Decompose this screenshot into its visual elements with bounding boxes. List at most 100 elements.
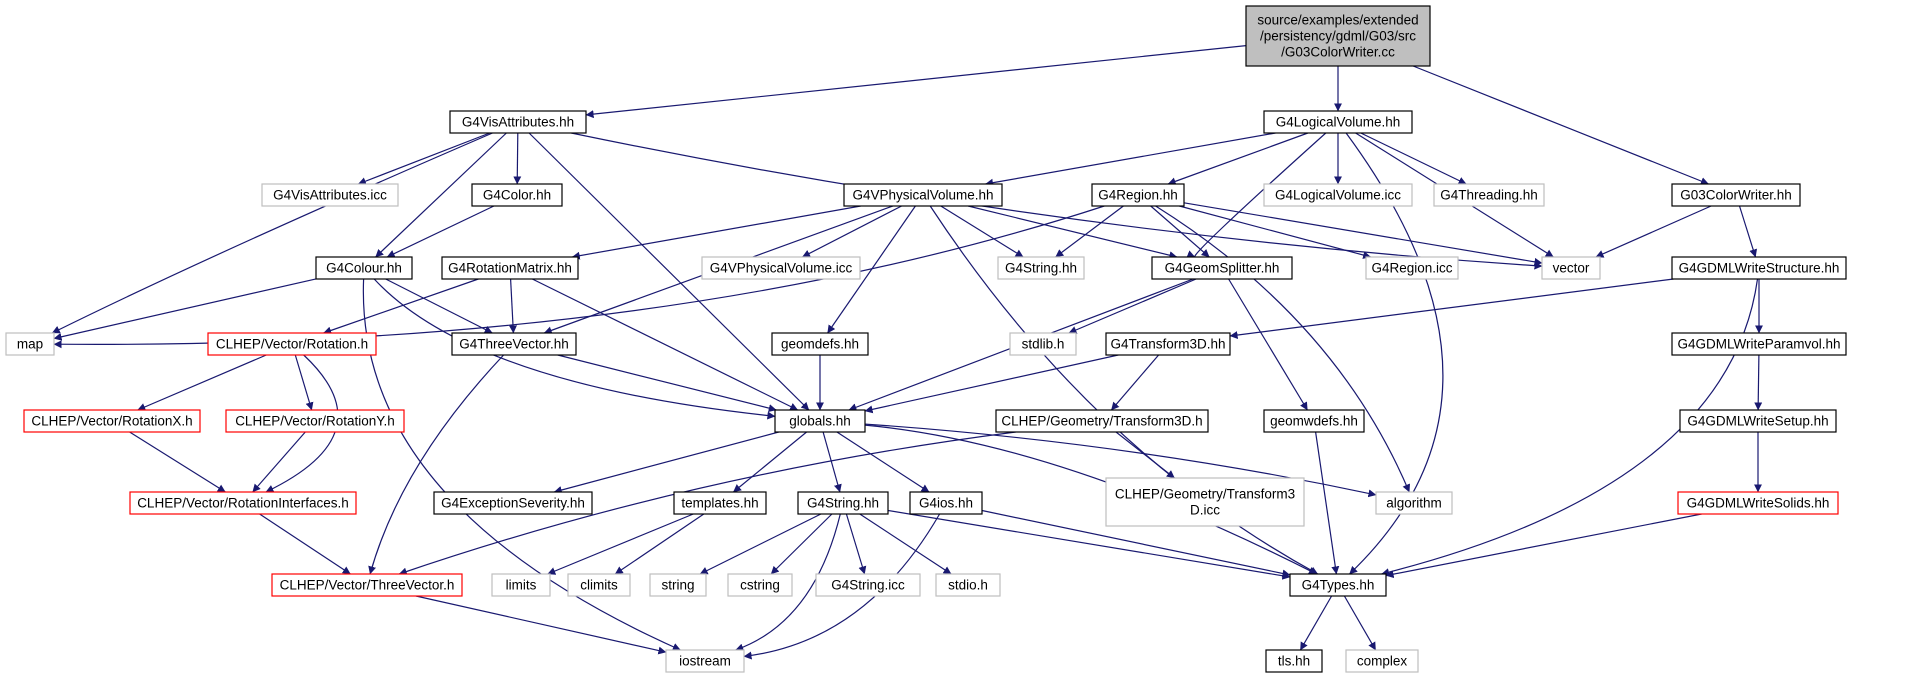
node-root[interactable]: source/examples/extended/persistency/gdm… [1245,5,1431,67]
edge-CLHEP_Transform3D_h-to-CLHEP_Transform3D_icc [1115,431,1175,479]
node-label: vector [1553,261,1590,276]
node-label: CLHEP/Vector/ThreeVector.h [280,578,455,593]
node-box [1091,183,1185,207]
node-G4RotationMatrix_hh[interactable]: G4RotationMatrix.hh [441,256,579,280]
edge-CLHEP_RotationX_h-to-CLHEP_RotationInterfaces_h [129,431,226,493]
edge-G4VPhysicalVolume_hh-to-G4String_hh_ext [940,205,1024,258]
node-G4GeomSplitter_hh[interactable]: G4GeomSplitter.hh [1151,256,1293,280]
node-box [451,332,577,356]
node-geomdefs_hh[interactable]: geomdefs.hh [771,332,869,356]
node-box [909,491,983,515]
node-box [1541,256,1601,280]
node-box [1365,256,1459,280]
node-box [315,256,413,280]
node-CLHEP_Rotation_h[interactable]: CLHEP/Vector/Rotation.h [207,332,377,356]
node-G4VPhysicalVolume_icc: G4VPhysicalVolume.icc [701,256,861,280]
node-G4Types_hh[interactable]: G4Types.hh [1289,573,1387,597]
node-G4GDMLWriteStructure_hh[interactable]: G4GDMLWriteStructure.hh [1671,256,1847,280]
node-G4Transform3D_hh[interactable]: G4Transform3D.hh [1105,332,1231,356]
node-label: CLHEP/Vector/Rotation.h [216,337,368,352]
node-G4Region_hh[interactable]: G4Region.hh [1091,183,1185,207]
node-label: string [661,578,694,593]
node-box [797,491,889,515]
node-vector: vector [1541,256,1601,280]
node-box [665,649,745,673]
node-box [815,573,921,597]
node-box [261,183,399,207]
node-G4ThreeVector_hh[interactable]: G4ThreeVector.hh [451,332,577,356]
node-CLHEP_ThreeVector_h[interactable]: CLHEP/Vector/ThreeVector.h [271,573,463,597]
edge-G4ios_hh-to-iostream [743,513,941,660]
node-label: G4GeomSplitter.hh [1165,261,1280,276]
node-label: G4GDMLWriteParamvol.hh [1677,337,1840,352]
node-CLHEP_RotationY_h[interactable]: CLHEP/Vector/RotationY.h [225,409,405,433]
edge-CLHEP_Rotation_h-to-CLHEP_RotationX_h [137,354,267,411]
node-label: G4String.icc [831,578,905,593]
node-label: iostream [679,654,731,669]
node-label: G4Color.hh [483,188,551,203]
node-box [207,332,377,356]
node-CLHEP_RotationX_h[interactable]: CLHEP/Vector/RotationX.h [23,409,201,433]
edge-templates_hh-to-climits [614,513,705,575]
node-G4Threading_hh: G4Threading.hh [1433,183,1545,207]
node-label: G4RotationMatrix.hh [448,261,572,276]
node-box [129,491,357,515]
node-label: G4VPhysicalVolume.icc [710,261,853,276]
node-box [1671,256,1847,280]
node-G4GDMLWriteSetup_hh[interactable]: G4GDMLWriteSetup.hh [1679,409,1837,433]
edge-G4LogicalVolume_hh-to-G4Threading_hh [1360,132,1467,185]
node-box [1677,491,1839,515]
node-label: map [17,337,43,352]
edge-G4LogicalVolume_hh-to-G4VPhysicalVolume_hh [985,132,1276,187]
node-tls_hh[interactable]: tls.hh [1265,649,1323,673]
node-globals_hh[interactable]: globals.hh [774,409,866,433]
node-box [774,409,866,433]
node-label: geomwdefs.hh [1270,414,1358,429]
edge-G4Transform3D_hh-to-CLHEP_Transform3D_h [1110,354,1160,411]
node-label: G4GDMLWriteSolids.hh [1687,496,1830,511]
node-geomwdefs_hh[interactable]: geomwdefs.hh [1263,409,1365,433]
node-G4Colour_hh[interactable]: G4Colour.hh [315,256,413,280]
node-box [1671,332,1847,356]
edge-G4GDMLWriteStructure_hh-to-G4Transform3D_hh [1229,278,1674,339]
node-box [727,573,793,597]
edge-G4VPhysicalVolume_hh-to-G4RotationMatrix_hh [571,205,861,260]
edge-CLHEP_Transform3D_h-to-CLHEP_ThreeVector_h [398,431,1016,576]
edge-G4Colour_hh-to-G4ThreeVector_hh [385,278,493,334]
node-G4GDMLWriteSolids_hh[interactable]: G4GDMLWriteSolids.hh [1677,491,1839,515]
edge-globals_hh-to-G4ios_hh [836,431,930,493]
edge-G4GDMLWriteParamvol_hh-to-G4GDMLWriteSetup_hh [1754,354,1763,411]
node-G4ExceptionSeverity_hh[interactable]: G4ExceptionSeverity.hh [433,491,593,515]
edge-G4Types_hh-to-complex [1343,595,1377,651]
edge-G4Region_hh-to-G4GeomSplitter_hh [1150,205,1210,258]
node-label: G4ios.hh [919,496,973,511]
node-label: G4VisAttributes.icc [273,188,387,203]
node-G4ios_hh[interactable]: G4ios.hh [909,491,983,515]
node-templates_hh[interactable]: templates.hh [673,491,767,515]
node-CLHEP_RotationInterfaces_h[interactable]: CLHEP/Vector/RotationInterfaces.h [129,491,357,515]
node-box [5,332,55,356]
node-label: CLHEP/Vector/RotationY.h [235,414,395,429]
edge-globals_hh-to-G4Types_hh [864,424,1317,575]
edge-G4String_hh-to-stdio_h [859,513,952,575]
edge-templates_hh-to-limits [547,513,694,575]
node-label: G4GDMLWriteSetup.hh [1687,414,1828,429]
node-box [1265,649,1323,673]
node-G4VisAttributes_hh[interactable]: G4VisAttributes.hh [449,110,587,134]
node-G4GDMLWriteParamvol_hh[interactable]: G4GDMLWriteParamvol.hh [1671,332,1847,356]
node-label: G4VisAttributes.hh [462,115,574,130]
edge-globals_hh-to-G4String_hh [822,431,842,493]
node-label: G4LogicalVolume.icc [1275,188,1401,203]
node-G4LogicalVolume_hh[interactable]: G4LogicalVolume.hh [1263,110,1413,134]
node-box [471,183,563,207]
node-G4String_hh[interactable]: G4String.hh [797,491,889,515]
node-box [1105,332,1231,356]
node-G4VPhysicalVolume_hh[interactable]: G4VPhysicalVolume.hh [843,183,1003,207]
node-complex: complex [1345,649,1419,673]
edge-CLHEP_RotationInterfaces_h-to-CLHEP_ThreeVector_h [259,513,351,575]
node-CLHEP_Transform3D_h[interactable]: CLHEP/Geometry/Transform3D.h [995,409,1209,433]
node-G03ColorWriter_hh[interactable]: G03ColorWriter.hh [1671,183,1801,207]
edge-G4String_hh-to-string [699,513,822,575]
node-label: D.icc [1190,503,1220,518]
node-G4Color_hh[interactable]: G4Color.hh [471,183,563,207]
